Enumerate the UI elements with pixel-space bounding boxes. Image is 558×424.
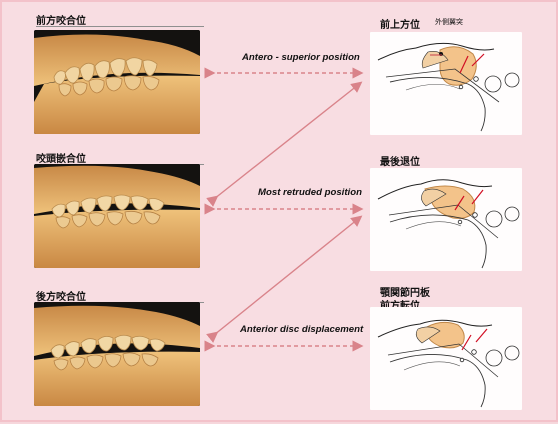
teeth-photo-2 — [34, 164, 200, 268]
row-title-3: 後方咬合位 — [36, 288, 86, 303]
diagonal-arrow-lower — [214, 219, 358, 335]
row-caption-2: Most retruded position — [258, 187, 362, 198]
row-rule-1 — [36, 26, 204, 27]
diagram-label-1: 前上方位 — [380, 16, 420, 31]
teeth-photo-3 — [34, 302, 200, 406]
tmj-diagram-1 — [370, 32, 522, 135]
row-caption-1: Antero - superior position — [242, 52, 360, 63]
diagonal-arrow-upper — [214, 85, 358, 199]
diagram-label-2: 最後退位 — [380, 153, 420, 168]
row-title-2: 咬頭嵌合位 — [36, 150, 86, 165]
tmj-diagram-3 — [370, 307, 522, 410]
teeth-photo-1 — [34, 30, 200, 134]
row-title-1: 前方咬合位 — [36, 12, 86, 27]
tmj-diagram-2 — [370, 168, 522, 271]
row-caption-3: Anterior disc displacement — [240, 324, 363, 335]
diagram-note-1: 外側翼突 — [435, 17, 463, 27]
